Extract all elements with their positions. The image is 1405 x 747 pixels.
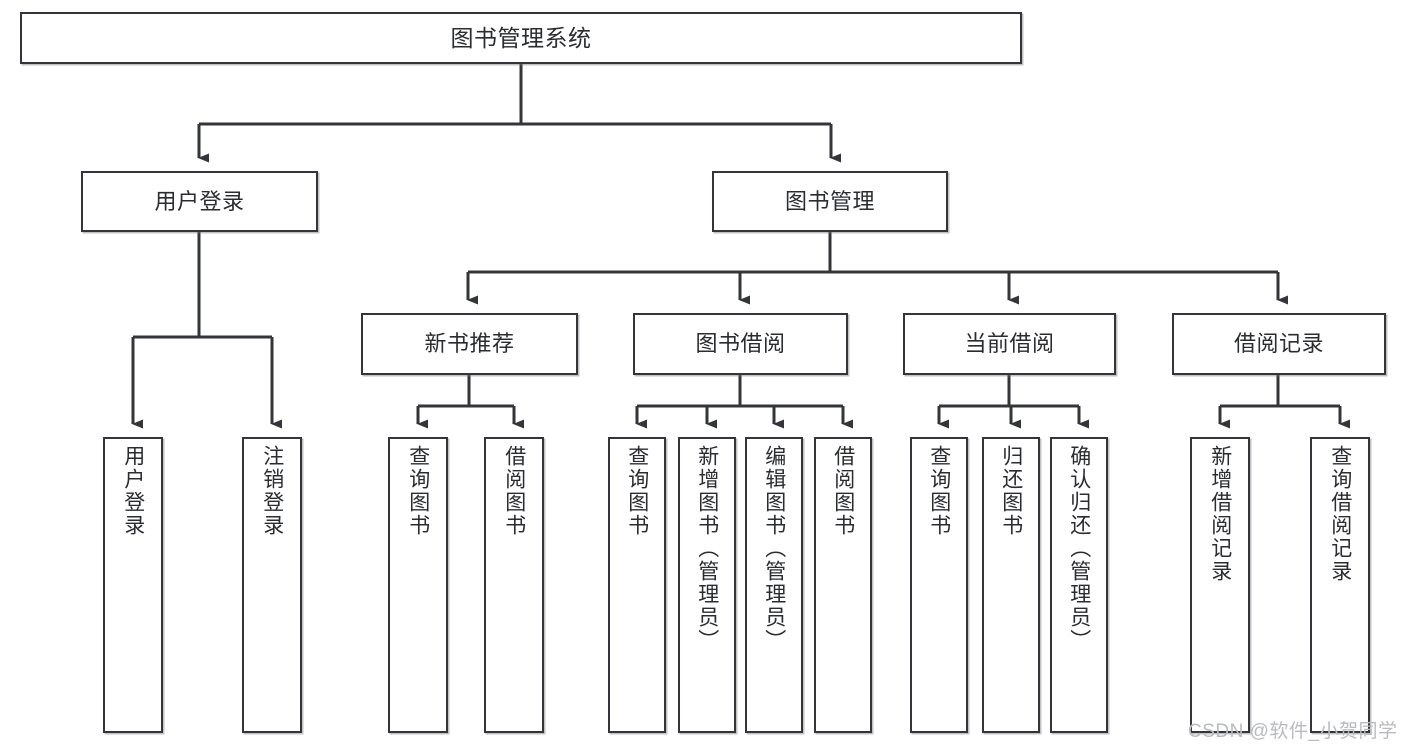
node-user-login[interactable]: 用户登录 (81, 171, 318, 232)
node-label: 用户登录 (121, 445, 145, 537)
leaf-query-book-borrow[interactable]: 查询图书 (608, 437, 666, 733)
node-new-book-recommend[interactable]: 新书推荐 (361, 313, 578, 375)
node-label: 图书借阅 (695, 331, 786, 356)
leaf-query-book-current[interactable]: 查询图书 (910, 437, 968, 733)
leaf-query-loan-record[interactable]: 查询借阅记录 (1310, 437, 1370, 733)
edge-bookborrow-to-leaves (635, 375, 853, 429)
node-label: 新增图书（管理员） (695, 445, 719, 652)
node-current-loan[interactable]: 当前借阅 (903, 313, 1116, 375)
leaf-confirm-return-admin[interactable]: 确认归还（管理员） (1050, 437, 1108, 733)
node-label: 新书推荐 (424, 331, 515, 356)
node-label: 查询图书 (927, 445, 951, 537)
leaf-borrow-book-recommend[interactable]: 借阅图书 (484, 437, 544, 733)
node-label: 编辑图书（管理员） (762, 445, 786, 652)
edge-currentloan-to-leaves (937, 375, 1089, 429)
node-label: 查询图书 (625, 445, 649, 537)
node-loan-record[interactable]: 借阅记录 (1172, 313, 1386, 375)
node-root-system[interactable]: 图书管理系统 (20, 12, 1022, 64)
csdn-watermark: CSDN @软件_小贺同学 (1188, 721, 1398, 742)
node-label: 当前借阅 (964, 331, 1055, 356)
node-label: 确认归还（管理员） (1067, 445, 1091, 652)
edge-root-to-level2 (197, 64, 841, 163)
edge-loanrecord-to-leaves (1218, 375, 1350, 429)
leaf-borrow-book[interactable]: 借阅图书 (814, 437, 872, 733)
node-label: 查询图书 (406, 445, 430, 537)
leaf-query-book-recommend[interactable]: 查询图书 (388, 437, 448, 733)
node-label: 借阅记录 (1233, 331, 1324, 356)
node-label: 借阅图书 (831, 445, 855, 537)
node-label: 图书管理系统 (450, 24, 592, 51)
node-label: 注销登录 (260, 445, 284, 537)
edge-newbook-to-leaves (416, 375, 524, 429)
leaf-return-book[interactable]: 归还图书 (982, 437, 1040, 733)
leaf-add-loan-record[interactable]: 新增借阅记录 (1190, 437, 1250, 733)
node-label: 查询借阅记录 (1328, 445, 1352, 583)
leaf-edit-book-admin[interactable]: 编辑图书（管理员） (745, 437, 803, 733)
node-book-manage[interactable]: 图书管理 (712, 171, 948, 232)
leaf-login-user[interactable]: 用户登录 (103, 437, 163, 733)
edge-bookmanage-to-level3 (466, 232, 1288, 305)
node-book-borrow[interactable]: 图书借阅 (633, 313, 848, 375)
node-label: 用户登录 (154, 188, 245, 214)
leaf-logout-user[interactable]: 注销登录 (242, 437, 302, 733)
node-label: 借阅图书 (502, 445, 526, 537)
node-label: 图书管理 (784, 188, 875, 214)
leaf-add-book-admin[interactable]: 新增图书（管理员） (678, 437, 736, 733)
node-label: 新增借阅记录 (1208, 445, 1232, 583)
node-label: 归还图书 (999, 445, 1023, 537)
edge-userlogin-to-leaves (131, 232, 282, 429)
